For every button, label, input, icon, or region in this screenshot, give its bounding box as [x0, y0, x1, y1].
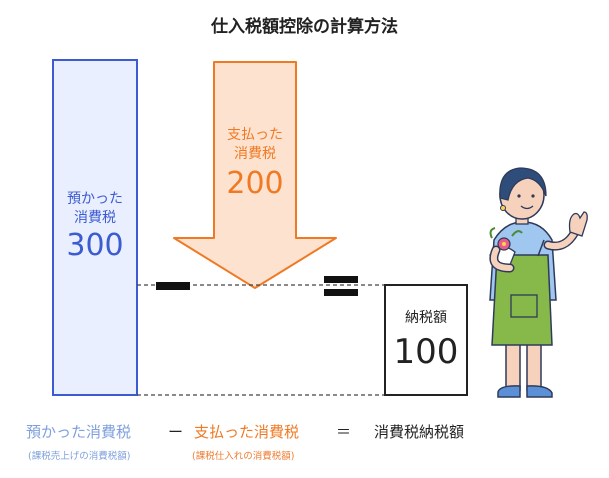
formula-equals: ＝ [336, 423, 352, 441]
received-tax-value: 300 [66, 228, 124, 263]
formula-result: 消費税納税額 [374, 423, 465, 441]
formula-minus: ー [168, 423, 184, 441]
net-tax-box [384, 284, 468, 396]
net-tax-value: 100 [393, 332, 459, 372]
paid-tax-value: 200 [226, 166, 284, 201]
woman-illustration [489, 167, 588, 398]
received-tax-box [52, 59, 138, 396]
received-tax-label-line2: 消費税 [74, 210, 116, 226]
formula-term-received: 預かった消費税 [26, 423, 132, 441]
equals-operator-top [324, 276, 358, 283]
net-tax-label: 納税額 [405, 310, 447, 326]
paid-tax-label-line2: 消費税 [234, 146, 276, 162]
paid-tax-label-line1: 支払った [227, 127, 283, 143]
received-tax-label-line1: 預かった [67, 191, 123, 207]
formula-term-paid-sub: (課税仕入れの消費税額) [192, 451, 295, 462]
equals-operator-bottom [324, 289, 358, 296]
formula-term-paid: 支払った消費税 [194, 423, 300, 441]
received-tax-label: 預かった 消費税 [53, 190, 137, 228]
paid-tax-label: 支払った 消費税 [214, 126, 296, 164]
formula-term-received-sub: (課税売上げの消費税額) [28, 451, 131, 462]
paid-tax-arrow [173, 61, 337, 289]
minus-operator [156, 282, 190, 290]
page-title: 仕入税額控除の計算方法 [211, 17, 398, 37]
